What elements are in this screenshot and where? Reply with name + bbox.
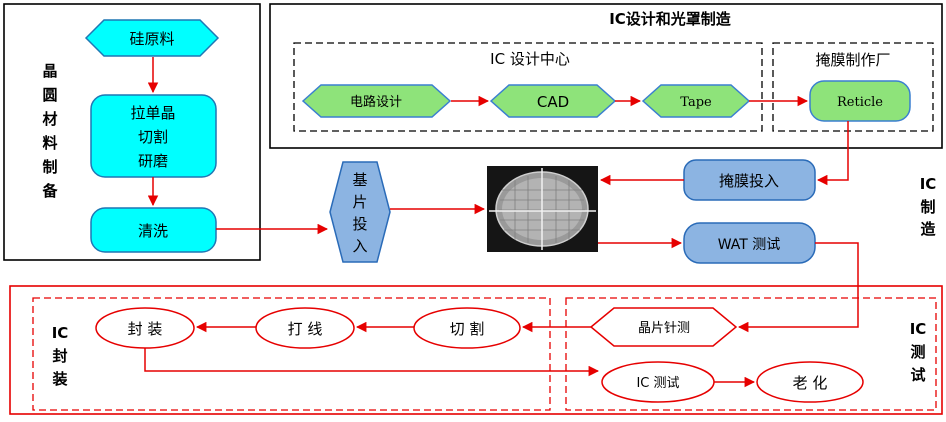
substrate-input-label: 基 片 投 入	[352, 171, 367, 255]
dicing-node	[413, 307, 521, 349]
crystal-line-3: 研磨	[138, 152, 168, 170]
wafer-image	[487, 166, 598, 252]
svg-text:晶: 晶	[42, 62, 57, 80]
svg-text:试: 试	[910, 366, 925, 384]
cleaning-label: 清洗	[138, 222, 168, 240]
svg-text:投: 投	[352, 215, 367, 233]
design-center-box	[293, 42, 763, 132]
svg-text:IC: IC	[52, 324, 69, 342]
wafer-probe-label: 晶片针测	[638, 321, 690, 336]
svg-text:入: 入	[352, 237, 367, 255]
arrow-wat-to-probe	[737, 242, 859, 333]
crystal-line-2: 切割	[138, 128, 168, 146]
svg-text:基: 基	[352, 171, 367, 189]
packaging-test-panel	[9, 285, 943, 415]
test-box	[565, 297, 937, 411]
mask-factory-title: 掩膜制作厂	[815, 51, 890, 69]
wafer-prep-side-label: 晶 圆 材 料 制 备	[41, 62, 58, 200]
packaging-box	[32, 297, 551, 411]
svg-text:测: 测	[910, 343, 925, 361]
reticle-node	[809, 80, 911, 122]
arrow-reticle-to-mask-input	[816, 121, 849, 186]
svg-text:造: 造	[920, 220, 935, 238]
cleaning-node	[90, 207, 217, 253]
svg-text:片: 片	[352, 193, 367, 211]
svg-text:料: 料	[42, 134, 57, 152]
wat-test-label: WAT 测试	[718, 237, 781, 253]
packaging-side-label: IC 封 装	[51, 324, 68, 388]
svg-text:IC: IC	[920, 175, 937, 193]
cad-label: CAD	[537, 93, 569, 111]
ic-design-mask-panel	[269, 3, 943, 149]
silicon-raw-label: 硅原料	[129, 30, 174, 48]
wire-bond-label: 打 线	[288, 320, 323, 338]
svg-text:制: 制	[920, 198, 935, 216]
svg-text:封: 封	[52, 347, 67, 365]
reticle-label: Reticle	[837, 95, 883, 110]
ic-test-label: IC 测试	[636, 376, 679, 391]
svg-text:材: 材	[42, 110, 57, 128]
svg-text:装: 装	[51, 370, 68, 388]
ic-manufacturing-side-label: IC 制 造	[920, 175, 937, 238]
aging-label: 老 化	[793, 374, 828, 392]
svg-text:备: 备	[41, 182, 58, 200]
svg-text:IC: IC	[910, 320, 927, 338]
flow-arrows	[144, 57, 859, 388]
design-center-title: IC 设计中心	[490, 50, 570, 68]
test-side-label: IC 测 试	[910, 320, 927, 384]
package-label: 封 装	[128, 320, 163, 338]
crystal-line-1: 拉单晶	[130, 104, 175, 122]
arrow-package-to-ictest	[144, 348, 600, 377]
ic-design-mask-title: IC设计和光罩制造	[609, 10, 731, 28]
silicon-raw-node	[84, 19, 220, 57]
wire-bond-node	[255, 307, 355, 349]
dicing-label: 切 割	[450, 320, 485, 338]
tape-label: Tape	[680, 95, 712, 110]
svg-text:制: 制	[42, 158, 57, 176]
aging-node	[756, 361, 864, 403]
svg-text:圆: 圆	[42, 86, 57, 104]
wafer-probe-node	[589, 307, 738, 347]
wafer-prep-panel	[3, 3, 261, 261]
mask-input-label: 掩膜投入	[719, 172, 779, 190]
circuit-design-label: 电路设计	[350, 94, 402, 110]
substrate-input-node	[329, 161, 391, 263]
circuit-design-node	[301, 84, 452, 118]
mask-factory-box	[772, 42, 934, 132]
